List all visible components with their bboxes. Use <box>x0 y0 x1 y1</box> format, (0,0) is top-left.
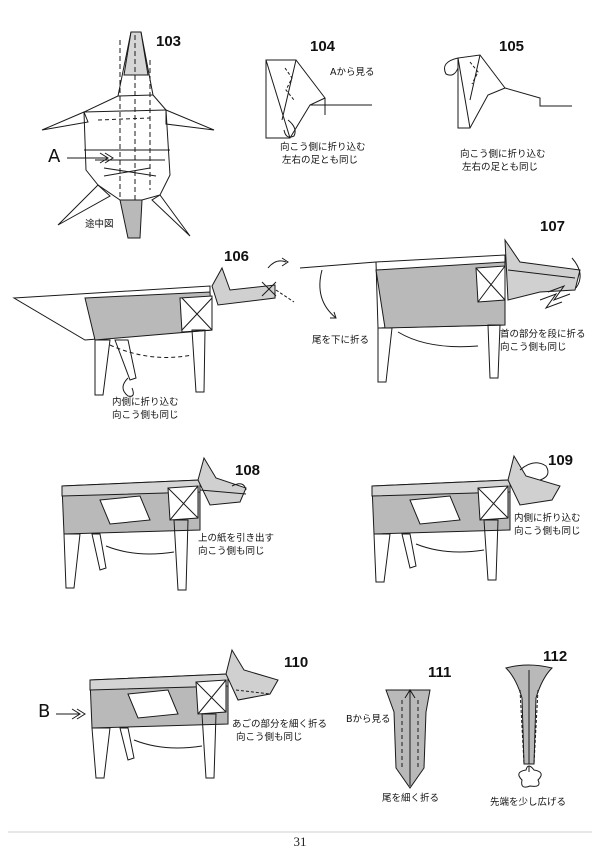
caption-106-line1: 内側に折り込む <box>112 397 179 408</box>
caption-104-line1: 向こう側に折り込む <box>280 142 366 153</box>
caption-109-line2: 向こう側も同じ <box>514 526 581 537</box>
page-number: 31 <box>293 834 307 849</box>
step-110-drawing <box>89 648 279 779</box>
step-104-drawing <box>265 59 372 139</box>
view-arrow-a <box>67 152 114 164</box>
caption-107-left: 尾を下に折る <box>312 335 370 346</box>
step-number-112: 112 <box>543 648 568 665</box>
caption-111-top: Bから見る <box>346 714 391 725</box>
step-112-drawing <box>505 664 553 788</box>
step-number-103: 103 <box>156 33 182 50</box>
view-marker-b: B <box>38 701 51 722</box>
step-number-108: 108 <box>235 462 261 479</box>
caption-108-line2: 向こう側も同じ <box>198 546 265 557</box>
caption-107-line1: 首の部分を段に折る <box>500 329 586 340</box>
caption-110-line2: 向こう側も同じ <box>236 732 303 743</box>
step-number-107: 107 <box>540 218 566 235</box>
caption-108-line1: 上の紙を引き出す <box>198 533 275 544</box>
step-number-111: 111 <box>428 664 452 681</box>
caption-107-line2: 向こう側も同じ <box>500 342 567 353</box>
step-103-drawing <box>41 31 215 239</box>
step-number-104: 104 <box>310 38 336 55</box>
step-105-drawing <box>444 54 572 129</box>
step-number-105: 105 <box>499 38 525 55</box>
caption-112-bottom: 先端を少し広げる <box>490 797 567 808</box>
caption-110-line1: あごの部分を細く折る <box>232 719 328 730</box>
step-109-drawing <box>371 454 561 583</box>
step-108-drawing <box>61 456 247 591</box>
step-107-drawing <box>299 238 581 383</box>
note-104: Aから見る <box>330 67 375 78</box>
view-arrow-b <box>56 708 86 720</box>
step-number-109: 109 <box>548 452 574 469</box>
step-number-110: 110 <box>284 654 309 671</box>
caption-111-bottom: 尾を細く折る <box>382 793 440 804</box>
caption-103: 途中図 <box>85 219 114 230</box>
caption-105-line1: 向こう側に折り込む <box>460 149 546 160</box>
step-106-drawing <box>12 257 295 397</box>
caption-109-line1: 内側に折り込む <box>514 513 581 524</box>
step-111-drawing <box>385 689 431 789</box>
caption-104-line2: 左右の足とも同じ <box>282 155 359 166</box>
caption-105-line2: 左右の足とも同じ <box>462 162 539 173</box>
caption-106-line2: 向こう側も同じ <box>112 410 179 421</box>
step-number-106: 106 <box>224 248 250 265</box>
view-marker-a: A <box>48 146 61 167</box>
